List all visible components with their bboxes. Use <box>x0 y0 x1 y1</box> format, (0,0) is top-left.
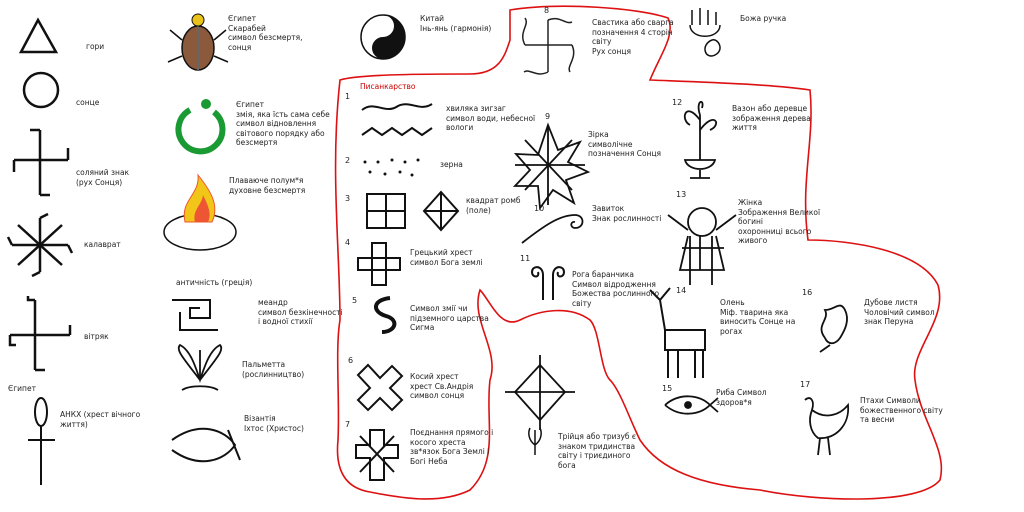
red-outline-region <box>334 5 943 500</box>
bird-icon <box>804 397 849 456</box>
palmette-icon <box>177 343 223 391</box>
oblique-cross-icon <box>356 363 404 412</box>
num-16: 16 <box>802 288 813 297</box>
num-8: 8 <box>544 6 550 15</box>
num-5: 5 <box>352 296 358 305</box>
sun-circle-icon <box>22 71 60 109</box>
label-egypt-left: Єгипет <box>8 384 36 393</box>
ankh-icon <box>28 397 55 485</box>
label-bozha: Божа ручка <box>740 14 787 23</box>
square-rhombus-icon <box>366 190 460 232</box>
label-sontse: сонце <box>76 98 100 107</box>
label-vitriak: вітряк <box>84 332 109 341</box>
label-zerna: зерна <box>440 160 463 169</box>
label-hory: гори <box>86 42 105 51</box>
label-kvadrat: квадрат ромб(поле) <box>466 196 521 215</box>
combined-cross-icon <box>355 429 399 481</box>
num-1: 1 <box>345 92 351 101</box>
ouroboros-icon <box>175 99 226 155</box>
num-9: 9 <box>545 112 551 121</box>
label-solar: соляний знак(рух Сонця) <box>76 168 130 187</box>
woman-goddess-icon <box>667 207 737 285</box>
deer-icon <box>649 287 706 378</box>
snake-sigma-icon <box>374 296 397 334</box>
greek-cross-icon <box>357 242 401 286</box>
waves-icon <box>361 103 433 137</box>
curl-icon <box>521 214 584 244</box>
num-12: 12 <box>672 98 683 107</box>
ram-horns-icon <box>530 266 566 300</box>
trident-icon <box>528 427 542 455</box>
grains-icon <box>363 158 420 177</box>
trinity-icon <box>505 355 575 430</box>
flame-icon <box>163 173 237 251</box>
num-2: 2 <box>345 156 351 165</box>
svastyka-icon <box>522 17 575 75</box>
num-15: 15 <box>662 384 673 393</box>
label-antiquity: античність (греція) <box>176 278 253 287</box>
num-6: 6 <box>348 356 354 365</box>
num-11: 11 <box>520 254 531 263</box>
triangle-icon <box>18 17 59 54</box>
yin-yang-icon <box>360 14 406 60</box>
scarab-icon <box>167 13 229 71</box>
windmill-icon <box>8 296 72 372</box>
label-pysankarstvo: Писанкарство <box>360 82 416 91</box>
meander-icon <box>172 299 218 331</box>
num-3: 3 <box>345 194 351 203</box>
oak-leaf-icon <box>819 304 848 353</box>
ichthys-icon <box>171 427 241 463</box>
kolovrat-icon <box>6 212 74 278</box>
fish-icon <box>664 395 719 415</box>
label-kolovrat: калаврат <box>84 240 121 249</box>
num-7: 7 <box>345 420 351 429</box>
num-13: 13 <box>676 190 687 199</box>
num-10: 10 <box>534 204 545 213</box>
label-palmette: Пальметта(рослинництво) <box>242 360 305 379</box>
god-hand-icon <box>689 8 721 57</box>
num-17: 17 <box>800 380 811 389</box>
star-icon <box>512 122 591 211</box>
vase-tree-icon <box>683 100 717 179</box>
num-14: 14 <box>676 286 687 295</box>
solar-sign-icon <box>12 128 70 197</box>
num-4: 4 <box>345 238 351 247</box>
